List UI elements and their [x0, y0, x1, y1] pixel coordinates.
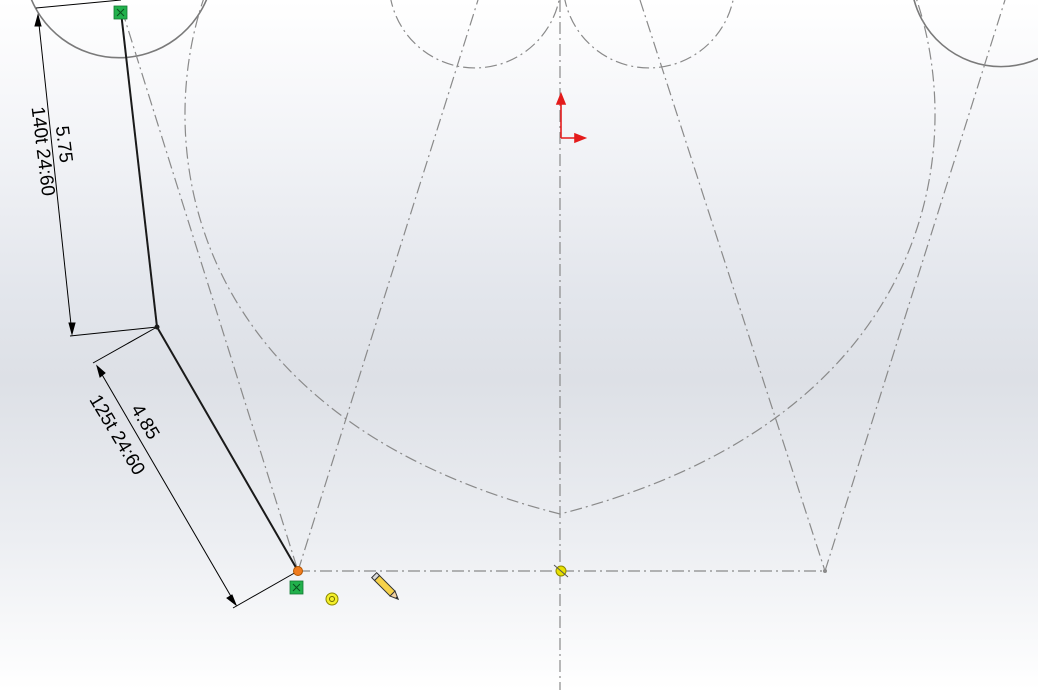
baseline-endpoint[interactable]: [823, 569, 827, 573]
inference-target-icon: [325, 592, 339, 606]
dimension-upper-value[interactable]: 5.75: [51, 125, 76, 164]
active-endpoint[interactable]: [293, 566, 303, 576]
construction-line-4[interactable]: [824, 0, 1006, 572]
sketch-line-upper[interactable]: [120, 11, 158, 328]
construction-circle-top-right[interactable]: [564, 0, 734, 69]
construction-circle-top-left[interactable]: [390, 0, 560, 69]
top-right-circle[interactable]: [912, 0, 1038, 68]
construction-line-1[interactable]: [121, 9, 299, 572]
coincident-relation-icon-lower[interactable]: [289, 580, 304, 595]
coincident-relation-icon[interactable]: [113, 5, 128, 20]
origin-icon: [555, 91, 588, 144]
midpoint-relation-icon[interactable]: [553, 564, 569, 578]
construction-line-3[interactable]: [639, 0, 826, 572]
construction-line-2[interactable]: [297, 0, 479, 572]
dimension-upper-tolerance[interactable]: 140t 24:60: [27, 105, 59, 197]
pencil-icon: [370, 571, 400, 601]
dimension-upper[interactable]: [34, 0, 158, 337]
sketch-line-lower[interactable]: [156, 326, 299, 572]
dimension-lower-value[interactable]: 4.85: [126, 401, 163, 444]
top-left-circle[interactable]: [28, 0, 210, 59]
sketch-vertex[interactable]: [154, 324, 160, 330]
dimension-lower[interactable]: [92, 326, 299, 609]
